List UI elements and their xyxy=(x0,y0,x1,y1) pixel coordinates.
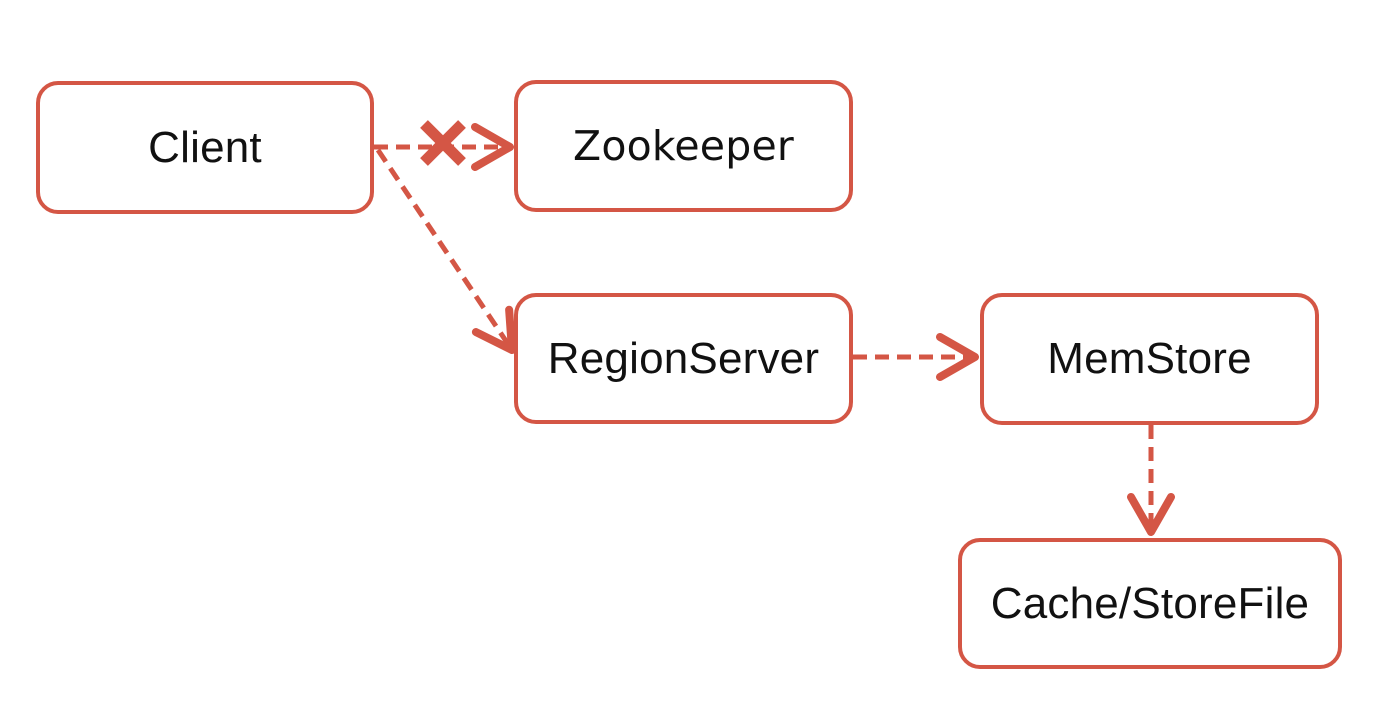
node-zookeeper: Zookeeper xyxy=(514,80,853,212)
edge-client-regionserver xyxy=(375,148,516,354)
node-client-label: Client xyxy=(148,122,262,172)
x-cross-icon xyxy=(420,120,466,166)
node-memstore-label: MemStore xyxy=(1047,334,1252,383)
node-regionserver-label: RegionServer xyxy=(547,333,820,383)
node-memstore: MemStore xyxy=(980,293,1319,425)
node-cachestore-label: Cache/StoreFile xyxy=(990,578,1310,628)
node-client: Client xyxy=(36,81,374,214)
node-zookeeper-label: Zookeeper xyxy=(573,122,794,170)
node-cachestore: Cache/StoreFile xyxy=(958,538,1342,669)
node-regionserver: RegionServer xyxy=(514,293,853,424)
